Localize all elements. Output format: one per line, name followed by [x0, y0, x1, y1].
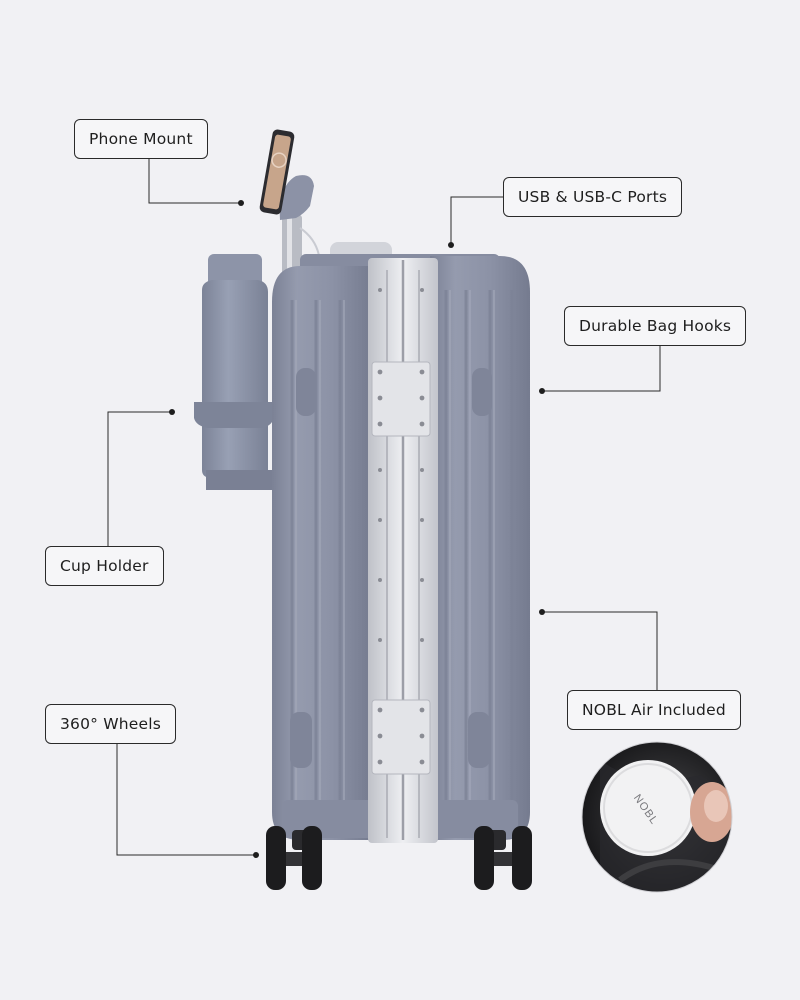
leader-line-bag-hooks [543, 346, 661, 392]
wheel [474, 826, 494, 890]
leader-dot-phone-mount [238, 200, 244, 206]
callout-usb-ports: USB & USB-C Ports [503, 177, 683, 217]
callout-bag-hooks: Durable Bag Hooks [564, 306, 747, 346]
bag-hook [472, 368, 492, 416]
leader-dot-wheels [253, 852, 259, 858]
wheel [512, 826, 532, 890]
leader-line-phone-mount [148, 158, 240, 204]
wheels [266, 826, 532, 890]
leader-dot-usb-ports [448, 242, 454, 248]
leader-dot-cup-holder [169, 409, 175, 415]
suitcase-body [272, 256, 530, 843]
leader-lines [107, 158, 661, 856]
leader-line-nobl-air [543, 611, 658, 690]
callout-cup-holder: Cup Holder [45, 546, 164, 586]
leader-dot-nobl-air [539, 609, 545, 615]
cup-holder [194, 254, 272, 490]
nobl-air-inset [581, 741, 733, 893]
leader-dots [169, 200, 545, 858]
leader-line-wheels [116, 743, 255, 856]
callout-wheels: 360° Wheels [45, 704, 177, 744]
bag-hook [296, 368, 316, 416]
callout-phone-mount: Phone Mount [74, 119, 208, 159]
wheel [302, 826, 322, 890]
callout-nobl-air: NOBL Air Included [567, 690, 741, 730]
leader-line-cup-holder [107, 411, 172, 546]
leader-line-usb-ports [450, 196, 505, 244]
leader-dot-bag-hooks [539, 388, 545, 394]
wheel [266, 826, 286, 890]
